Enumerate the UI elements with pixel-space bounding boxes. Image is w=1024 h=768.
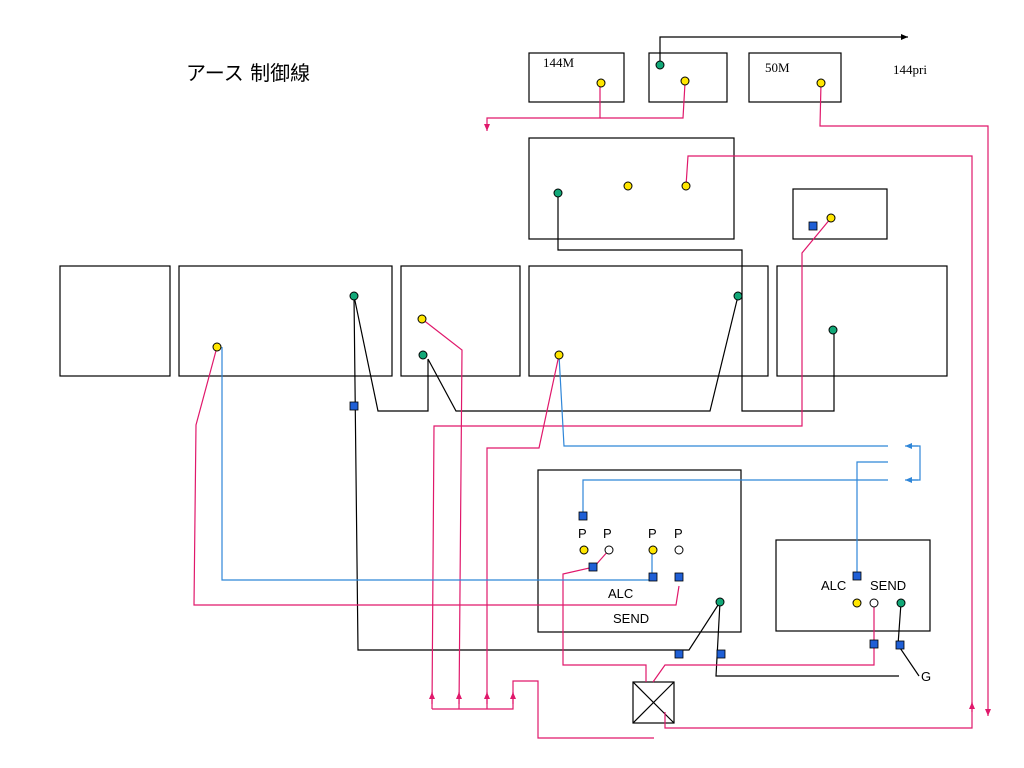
label-p2: P [603, 526, 612, 541]
relay-cross-2 [632, 681, 675, 724]
terminal-main-p3 [648, 545, 658, 555]
box-right-control [775, 539, 931, 632]
terminal-main-send-earth [715, 597, 725, 607]
alc-wire-row2 [221, 347, 653, 581]
earth-wire-row2 [353, 295, 429, 412]
alc-return-loop [910, 445, 921, 481]
earth-wire-main-send [353, 295, 721, 651]
terminal-upper-control [681, 181, 691, 191]
earth-wire-upper [557, 193, 835, 412]
terminal-small-right-control [826, 213, 836, 223]
box-row-4 [528, 265, 769, 377]
label-p1: P [578, 526, 587, 541]
terminal-row5-earth [828, 325, 838, 335]
terminal-row2-earth [349, 291, 359, 301]
diagram-title: アース 制御線 [186, 61, 310, 85]
alc-wire-main [582, 479, 888, 516]
label-144m: 144M [543, 55, 575, 70]
control-wire-upper [664, 155, 973, 729]
terminal-row3-control [417, 314, 427, 324]
terminal-upper-earth [553, 188, 563, 198]
box-50m [748, 52, 842, 103]
connector-main-p4 [674, 572, 684, 582]
connector-main-p3 [648, 572, 658, 582]
terminal-144pri-control [680, 76, 690, 86]
box-main-control [537, 469, 742, 633]
terminal-row4-earth [733, 291, 743, 301]
connector-right-earth [895, 640, 905, 650]
label-144pri: 144pri [893, 62, 927, 77]
terminal-upper-mid [623, 181, 633, 191]
terminal-144pri-earth [655, 60, 665, 70]
control-wire-bus [432, 680, 654, 739]
label-50m: 50M [765, 60, 790, 75]
control-wire-144pri [600, 82, 686, 119]
terminal-50m-control [816, 78, 826, 88]
connector-right-alc [852, 571, 862, 581]
control-wire-small-right [431, 217, 832, 710]
connector-main-send-2 [716, 649, 726, 659]
connector-main-alc [578, 511, 588, 521]
box-row-1 [59, 265, 171, 377]
connector-main-send-1 [674, 649, 684, 659]
terminal-main-p2 [604, 545, 614, 555]
connector-small-right [808, 221, 818, 231]
terminal-right-alc [852, 598, 862, 608]
label-alc-main: ALC [608, 586, 633, 601]
control-wire-row3 [421, 318, 463, 710]
box-row-5 [776, 265, 948, 377]
earth-wire-top [659, 34, 908, 65]
label-send-main: SEND [613, 611, 649, 626]
box-row-2 [178, 265, 393, 377]
terminal-144m-control [596, 78, 606, 88]
connector-row2 [349, 401, 359, 411]
control-wire-row2 [193, 346, 680, 606]
box-144m [528, 52, 625, 103]
connector-right-send [869, 639, 879, 649]
label-send-right: SEND [870, 578, 906, 593]
earth-wire-row3-4 [427, 295, 739, 412]
terminal-right-earth [896, 598, 906, 608]
terminal-right-send [869, 598, 879, 608]
connector-main-p2 [588, 562, 598, 572]
label-p3: P [648, 526, 657, 541]
terminal-main-p1 [579, 545, 589, 555]
control-wire-row4 [486, 354, 560, 709]
terminal-row3-earth [418, 350, 428, 360]
earth-wire-send-link [715, 601, 899, 677]
alc-wire-right [856, 461, 888, 576]
box-144pri-unit [648, 52, 728, 103]
terminal-row2-control [212, 342, 222, 352]
terminal-main-p4 [674, 545, 684, 555]
label-p4: P [674, 526, 683, 541]
control-wire-50m [819, 82, 991, 716]
control-wire-144m [484, 83, 601, 131]
alc-wire-row4 [558, 354, 888, 447]
box-small-right [792, 188, 888, 240]
label-alc-right: ALC [821, 578, 846, 593]
label-ground: G [921, 669, 931, 684]
terminal-row4-control [554, 350, 564, 360]
